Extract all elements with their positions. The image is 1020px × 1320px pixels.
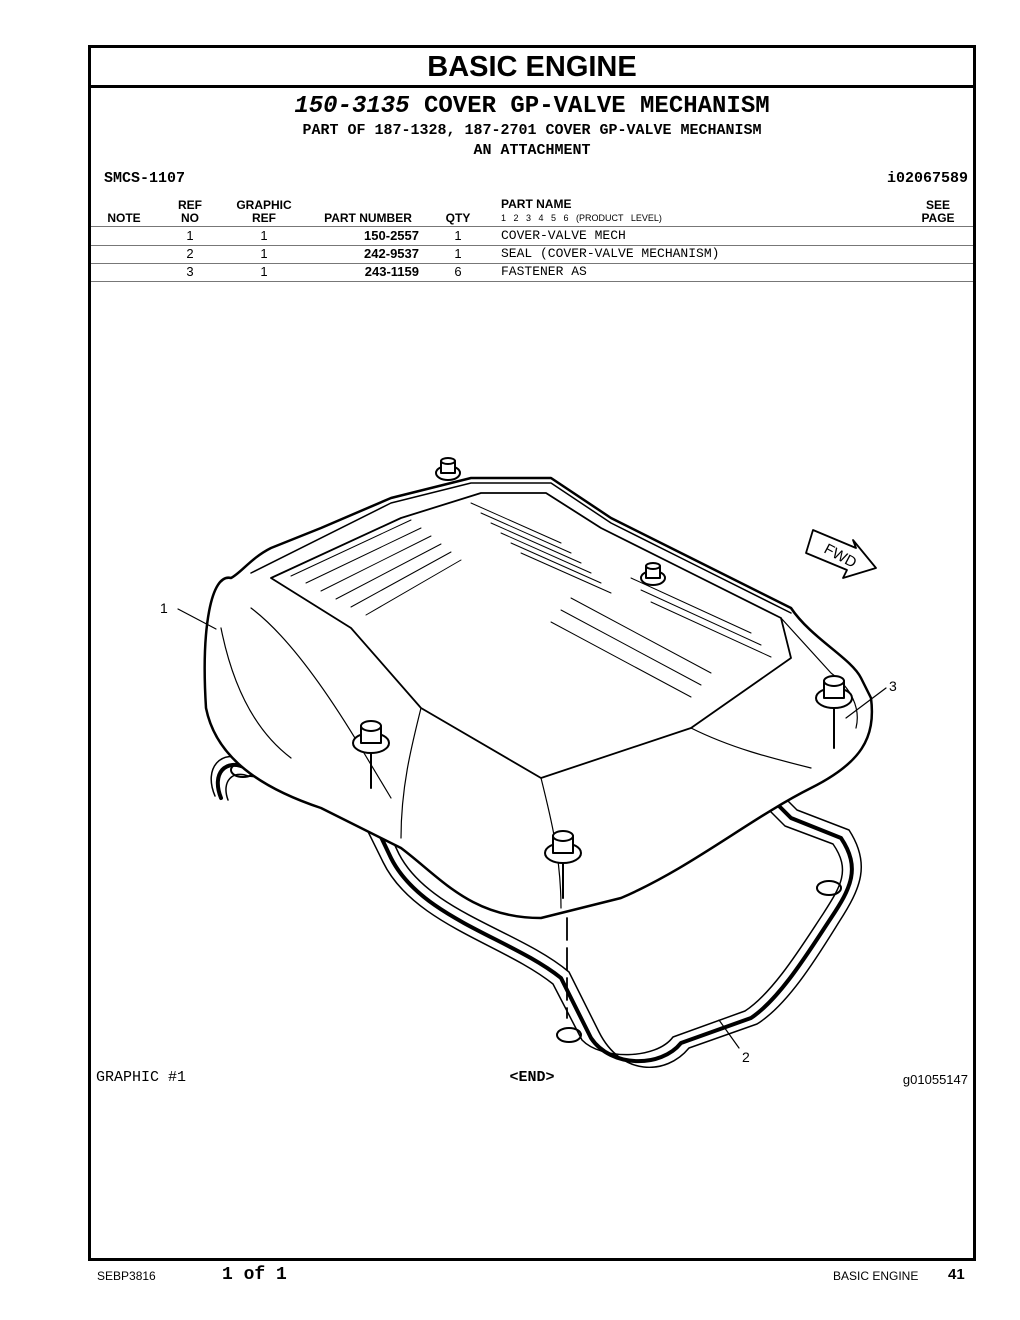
part-of-line: PART OF 187-1328, 187-2701 COVER GP-VALV… <box>302 122 762 139</box>
table-header-rule <box>91 226 973 227</box>
header-see-top: SEE <box>925 198 950 212</box>
catalog-page-frame: BASIC ENGINE 150-3135 COVER GP-VALVE MEC… <box>88 45 976 1261</box>
row-graphic-ref: 1 <box>260 228 268 243</box>
valve-cover <box>203 476 874 920</box>
row-part-name: SEAL (COVER-VALVE MECHANISM) <box>501 246 720 261</box>
forward-arrow: FWD <box>805 529 877 579</box>
row-qty: 1 <box>454 228 462 243</box>
attachment-line: AN ATTACHMENT <box>473 142 591 159</box>
info-id: i02067589 <box>886 170 968 187</box>
table-row: 2 1 242-9537 1 SEAL (COVER-VALVE MECHANI… <box>91 245 973 263</box>
header-graphic-top: GRAPHIC <box>236 198 292 212</box>
leader-line <box>845 687 887 719</box>
end-marker: <END> <box>509 1069 555 1086</box>
fastener <box>352 720 390 789</box>
table-row: 1 1 150-2557 1 COVER-VALVE MECH <box>91 227 973 245</box>
table-row: 3 1 243-1159 6 FASTENER AS <box>91 263 973 281</box>
exploded-view-illustration: FWD 1 2 3 <box>160 457 897 1068</box>
graphic-id: g01055147 <box>902 1072 968 1087</box>
row-part-number: 150-2557 <box>364 228 419 243</box>
callout-2: 2 <box>742 1049 750 1065</box>
fastener <box>435 457 461 481</box>
group-name: COVER GP-VALVE MECHANISM <box>423 93 770 120</box>
row-part-number: 243-1159 <box>364 264 419 279</box>
row-qty: 1 <box>454 246 462 261</box>
group-part-number: 150-3135 <box>294 93 410 120</box>
header-part-number: PART NUMBER <box>324 211 412 225</box>
graphic-label: GRAPHIC #1 <box>96 1069 187 1086</box>
row-ref: 3 <box>186 264 194 279</box>
table-row-rule <box>91 245 973 246</box>
group-title: 150-3135 COVER GP-VALVE MECHANISM <box>91 92 973 122</box>
smcs-code: SMCS-1107 <box>104 170 186 187</box>
header-product-levels: 1 2 3 4 5 6 (PRODUCT LEVEL) <box>501 213 662 223</box>
row-part-number: 242-9537 <box>364 246 419 261</box>
row-graphic-ref: 1 <box>260 264 268 279</box>
leader-line <box>177 608 217 630</box>
row-ref: 1 <box>186 228 194 243</box>
footer-doc-id: SEBP3816 <box>97 1269 156 1283</box>
table-row-rule <box>91 263 973 264</box>
header-ref-top: REF <box>178 198 202 212</box>
row-ref: 2 <box>186 246 194 261</box>
header-note: NOTE <box>107 211 141 225</box>
fastener <box>640 562 666 586</box>
header-part-name: PART NAME <box>501 197 572 211</box>
footer-page-number: 41 <box>948 1266 965 1283</box>
header-ref-bottom: NO <box>181 211 199 225</box>
row-part-name: FASTENER AS <box>501 264 587 279</box>
callout-3: 3 <box>889 678 897 694</box>
fasteners <box>352 457 853 899</box>
callout-1: 1 <box>160 600 168 616</box>
section-title: BASIC ENGINE <box>91 48 973 88</box>
fastener <box>815 675 853 749</box>
footer-section: BASIC ENGINE <box>833 1269 919 1283</box>
row-qty: 6 <box>454 264 462 279</box>
row-part-name: COVER-VALVE MECH <box>501 228 626 243</box>
fastener <box>544 830 582 899</box>
row-graphic-ref: 1 <box>260 246 268 261</box>
header-see-bottom: PAGE <box>921 211 955 225</box>
leader-line <box>718 1019 740 1049</box>
table-bottom-rule <box>91 281 973 282</box>
header-qty: QTY <box>445 211 471 225</box>
footer-page-of: 1 of 1 <box>222 1265 287 1285</box>
header-graphic-bottom: REF <box>252 211 276 225</box>
